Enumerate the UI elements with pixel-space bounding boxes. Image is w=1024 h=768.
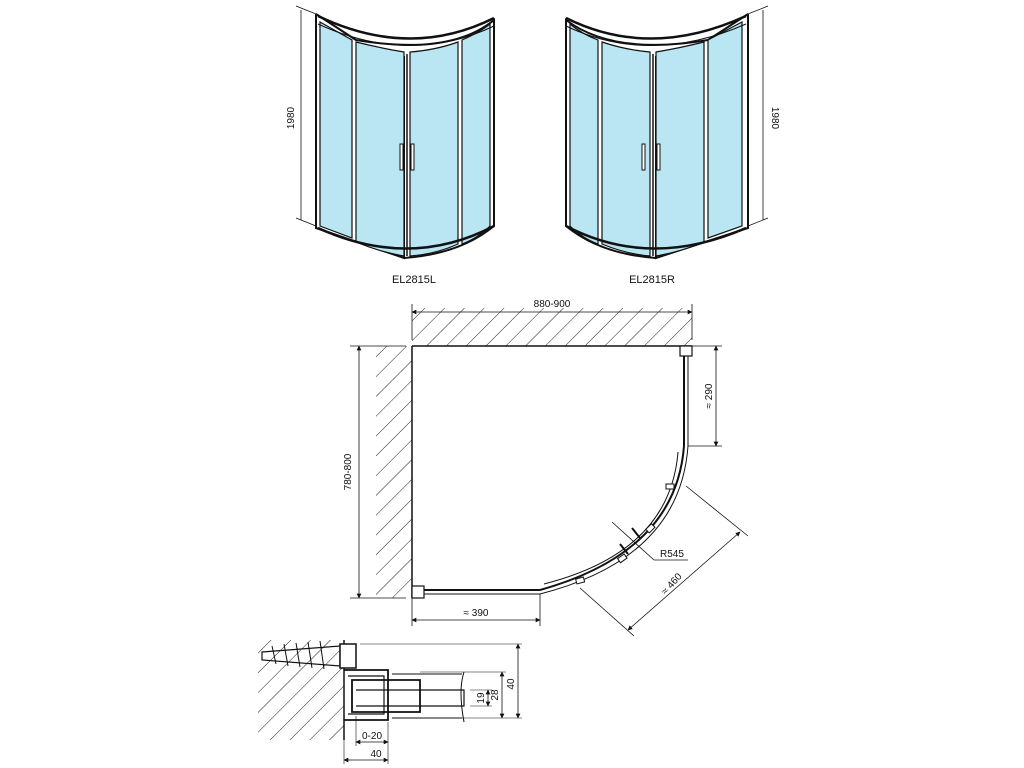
door-handle-left-b: [410, 143, 415, 171]
door-handle-right-a: [641, 143, 646, 171]
profile-dim-40: 40: [506, 678, 517, 690]
elevation-right: 1980 EL2815R: [565, 5, 780, 286]
profile-dim-0-20: 0-20: [362, 731, 382, 742]
glass-panel-right-2: [601, 41, 651, 257]
door-handle-right-b: [656, 143, 661, 171]
roller-2: [645, 523, 656, 534]
roller-4: [575, 576, 586, 585]
wall-left: [376, 346, 412, 598]
glass-panel-left-4: [461, 22, 491, 245]
bottom-glass-dimension-label: ≈ 390: [464, 608, 489, 619]
glass-panel-right-4: [707, 21, 743, 239]
width-dimension-label: 880-900: [534, 299, 571, 310]
radius-label: R545: [660, 549, 684, 560]
glass-panel-left-1: [319, 20, 353, 239]
side-glass-dimension-label: ≈ 290: [704, 383, 715, 408]
model-label-right: EL2815R: [629, 274, 675, 286]
profile-dim-19: 19: [476, 692, 487, 704]
profile-detail: 19 28 40 0-20 40: [258, 640, 522, 764]
roller-3: [616, 553, 628, 564]
diagonal-dimension-label: ≈ 460: [660, 571, 685, 597]
glass-panel-right-1: [569, 22, 599, 245]
screw-head: [339, 643, 357, 669]
glass-panel-left-3: [409, 41, 459, 257]
profile-wall: [258, 640, 344, 740]
profile-dim-40-width: 40: [370, 749, 382, 760]
glass-panel-right-3: [655, 41, 705, 257]
height-label-right: 1980: [769, 107, 780, 130]
model-label-left: EL2815L: [392, 274, 436, 286]
glass-panel-left-2: [355, 41, 405, 257]
profile-dim-28: 28: [490, 689, 501, 701]
enclosure-curved-door: [539, 445, 685, 591]
wall-top: [412, 308, 692, 346]
elevation-left: 1980 EL2815L: [286, 5, 495, 286]
roller-1: [665, 483, 675, 490]
depth-dimension-label: 780-800: [343, 453, 354, 490]
height-label-left: 1980: [286, 106, 297, 129]
door-handle-left-a: [399, 143, 404, 171]
plan-view: 880-900 780-800 ≈ 290 ≈ 390: [343, 299, 749, 637]
